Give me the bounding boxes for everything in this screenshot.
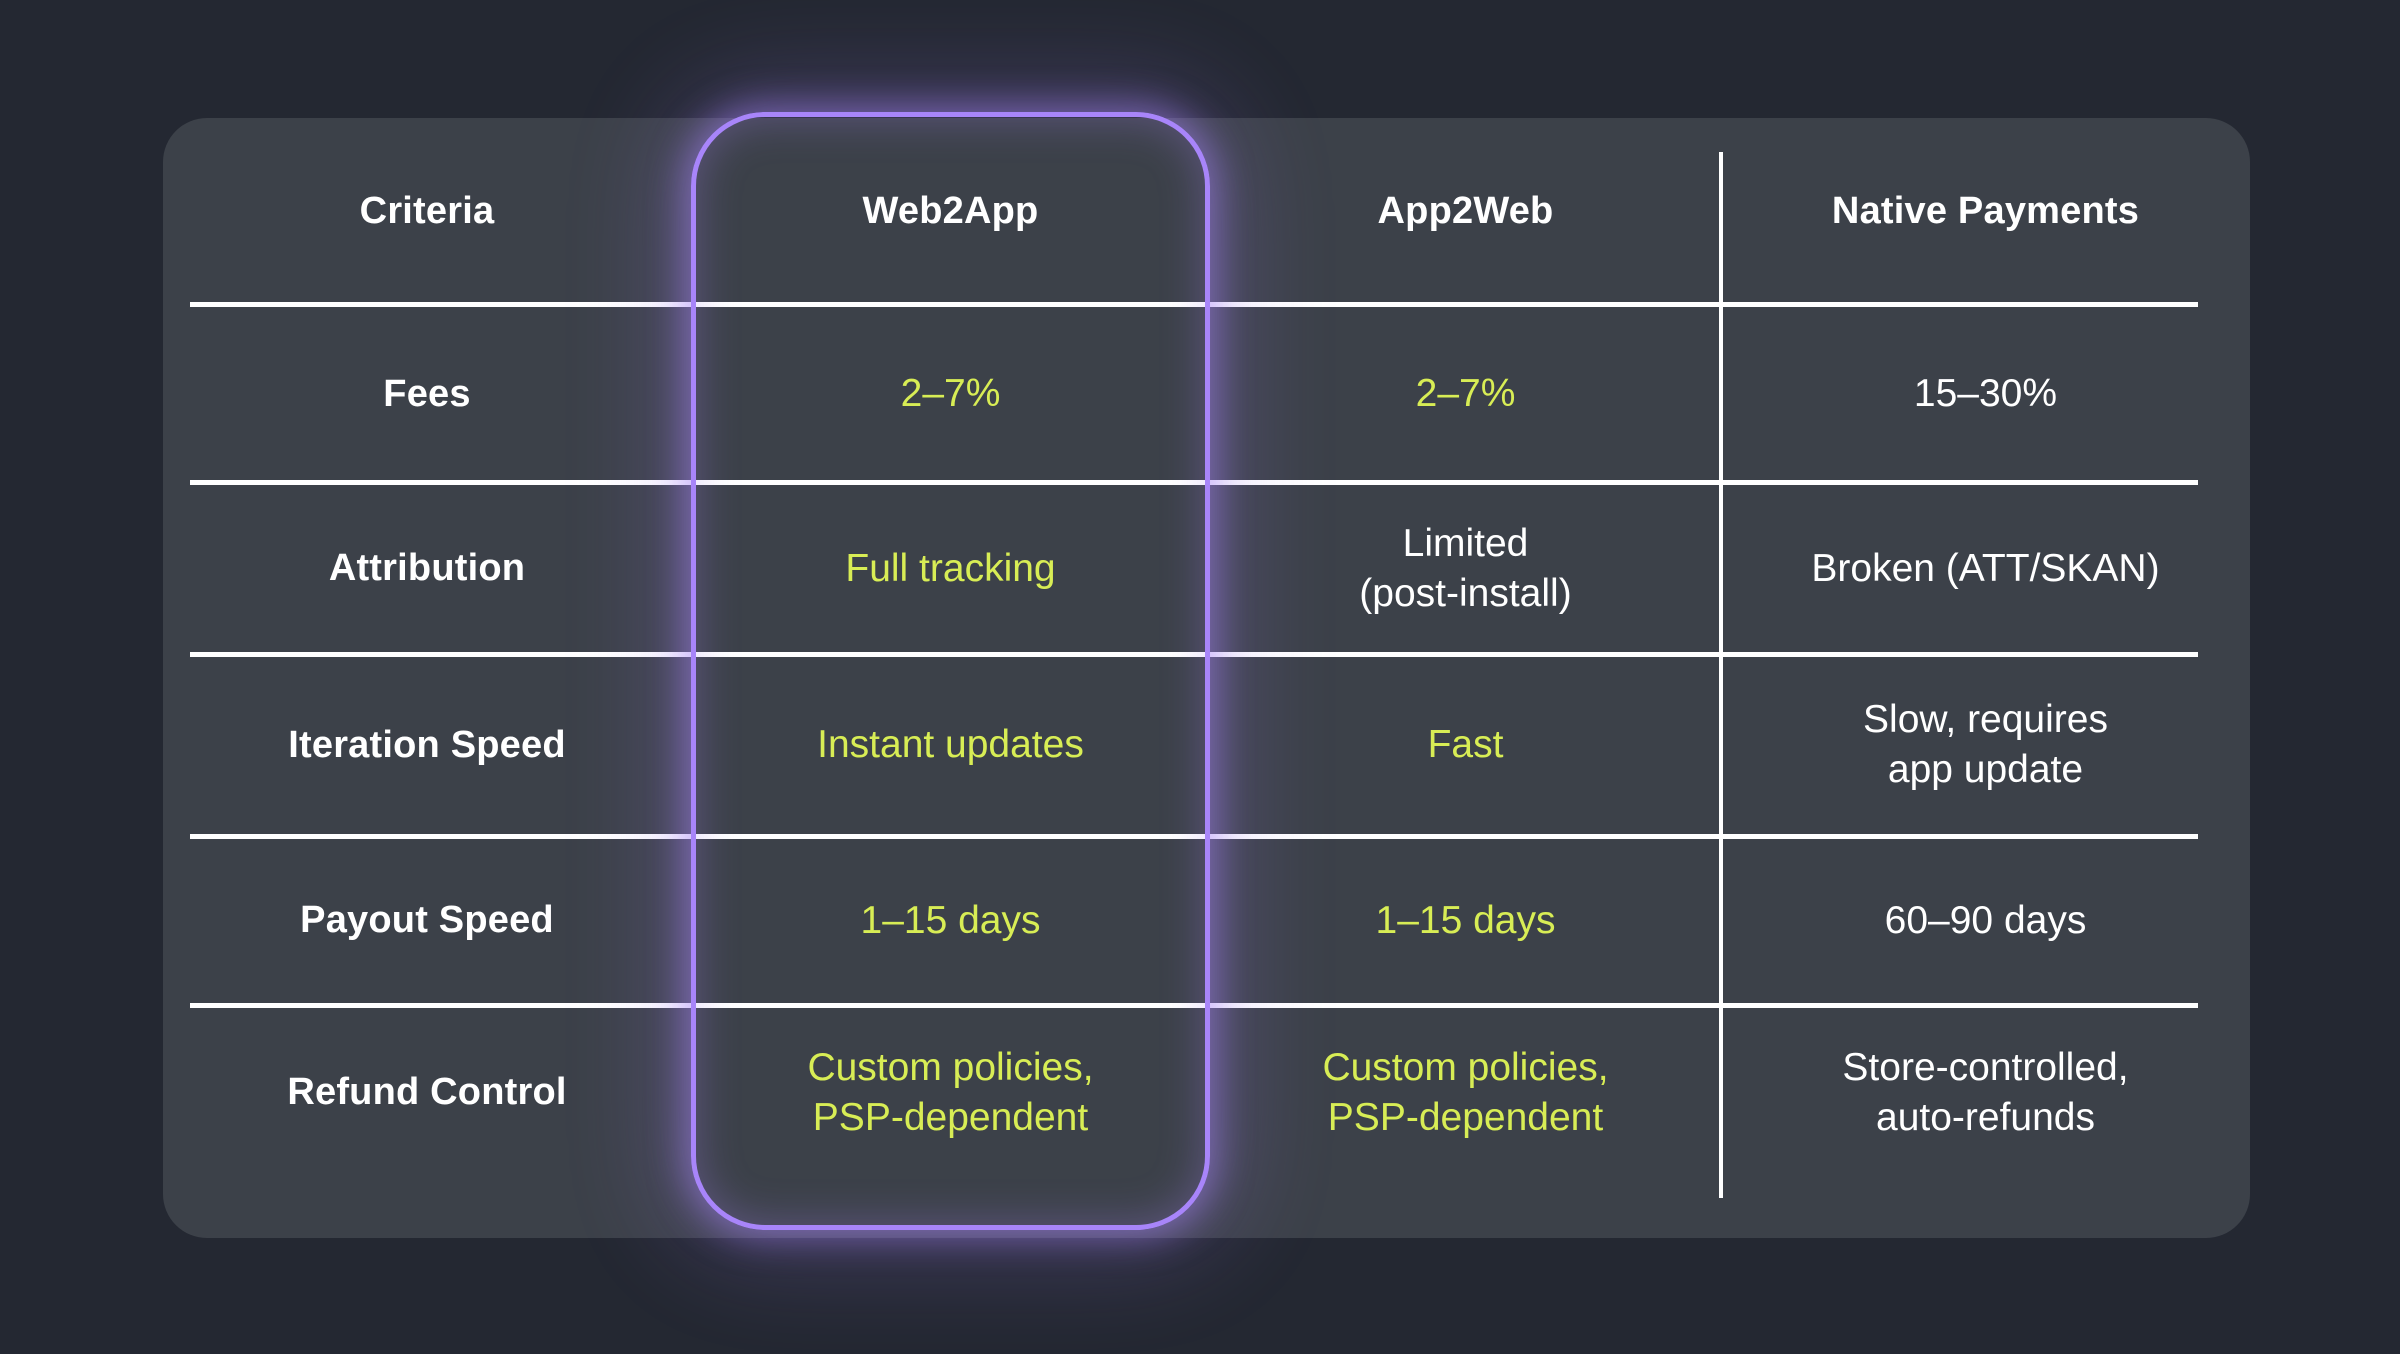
row-divider-line	[190, 1003, 2198, 1008]
row-divider-line	[190, 834, 2198, 839]
cell-refund-web2app: Custom policies, PSP-dependent	[807, 1045, 1094, 1139]
row-label-payout-speed: Payout Speed	[300, 899, 554, 941]
column-header-web2app: Web2App	[862, 190, 1039, 232]
row-label-iteration-speed: Iteration Speed	[288, 723, 566, 766]
cell-fees-app2web: 2–7%	[1415, 372, 1516, 416]
cell-iteration-web2app: Instant updates	[817, 723, 1084, 767]
row-divider-line	[190, 652, 2198, 657]
cell-iteration-app2web: Fast	[1427, 723, 1504, 767]
row-label-attribution: Attribution	[328, 547, 526, 589]
row-label-refund-control: Refund Control	[287, 1071, 567, 1113]
row-divider-line	[190, 480, 2198, 485]
cell-attribution-web2app: Full tracking	[845, 546, 1056, 590]
column-header-criteria: Criteria	[359, 190, 495, 232]
native-payments-column-divider	[1719, 152, 1723, 1198]
cell-payout-app2web: 1–15 days	[1375, 898, 1556, 942]
cell-refund-native: Store-controlled, auto-refunds	[1842, 1045, 2129, 1139]
comparison-table-card: Criteria Web2App App2Web Native Payments…	[163, 112, 2250, 1238]
cell-fees-native: 15–30%	[1913, 372, 2058, 416]
row-label-fees: Fees	[383, 372, 471, 415]
comparison-table: Criteria Web2App App2Web Native Payments…	[163, 118, 2250, 1238]
cell-payout-native: 60–90 days	[1884, 898, 2087, 942]
column-header-app2web: App2Web	[1377, 190, 1554, 232]
cell-attribution-native: Broken (ATT/SKAN)	[1811, 546, 2160, 590]
cell-fees-web2app: 2–7%	[900, 372, 1001, 416]
cell-attribution-app2web: Limited (post-install)	[1359, 521, 1572, 615]
cell-iteration-native: Slow, requires app update	[1863, 698, 2108, 791]
cell-refund-app2web: Custom policies, PSP-dependent	[1322, 1045, 1609, 1139]
header-divider-line	[190, 302, 2198, 307]
cell-payout-web2app: 1–15 days	[860, 898, 1041, 942]
column-header-native-payments: Native Payments	[1831, 190, 2140, 232]
